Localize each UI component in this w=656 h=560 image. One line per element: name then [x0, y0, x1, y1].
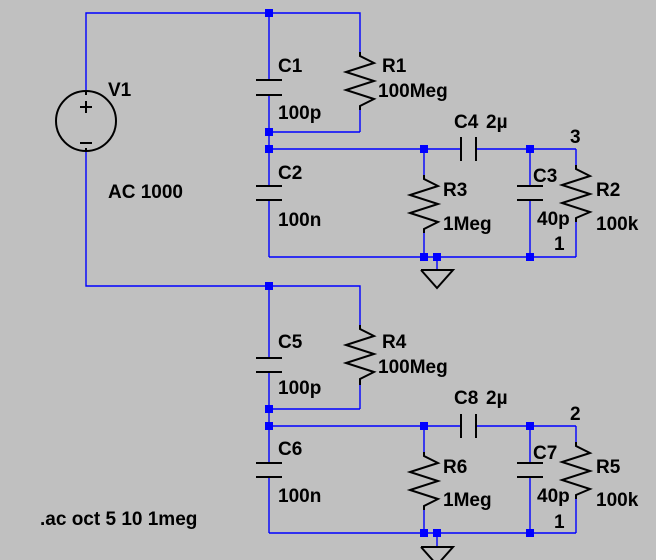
r5-value: 100k: [596, 490, 639, 511]
r4-name: R4: [382, 332, 407, 353]
ground-icon: [420, 546, 456, 560]
c7-value: 40p: [537, 486, 570, 507]
capacitor-c7[interactable]: [517, 462, 543, 478]
r5-name: R5: [596, 457, 621, 478]
spice-directive[interactable]: .ac oct 5 10 1meg: [40, 509, 197, 530]
c7-name: C7: [533, 443, 557, 464]
r6-value: 1Meg: [443, 490, 492, 511]
voltage-source-v1[interactable]: [55, 90, 117, 152]
net-label-bottom-out: 2: [570, 404, 581, 425]
source-value: AC 1000: [108, 182, 183, 203]
resistor-r4[interactable]: [342, 325, 378, 385]
junction-nodes: [265, 9, 534, 537]
capacitor-c5[interactable]: [256, 357, 282, 373]
c3-value: 40p: [537, 209, 570, 230]
c1-name: C1: [278, 56, 303, 77]
c2-value: 100n: [278, 210, 321, 231]
resistor-r6[interactable]: [406, 452, 442, 510]
c5-name: C5: [278, 332, 303, 353]
r1-name: R1: [382, 56, 407, 77]
capacitor-c3[interactable]: [517, 185, 543, 201]
c5-value: 100p: [278, 378, 321, 399]
source-name: V1: [108, 80, 132, 101]
c6-name: C6: [278, 439, 302, 460]
c1-value: 100p: [278, 103, 321, 124]
r3-value: 1Meg: [443, 214, 492, 235]
c8-value: 2µ: [486, 388, 508, 409]
resistor-r5[interactable]: [558, 442, 594, 499]
c6-value: 100n: [278, 486, 321, 507]
net-label-bottom-gnd: 1: [554, 512, 565, 533]
c3-name: C3: [533, 166, 557, 187]
capacitor-c4[interactable]: [460, 137, 477, 161]
capacitor-c6[interactable]: [256, 462, 282, 478]
resistor-r2[interactable]: [558, 165, 594, 222]
capacitor-c2[interactable]: [256, 185, 282, 201]
resistor-r3[interactable]: [406, 175, 442, 233]
ground-icon: [420, 269, 456, 290]
c2-name: C2: [278, 163, 302, 184]
r3-name: R3: [443, 180, 467, 201]
net-label-top-gnd: 1: [554, 234, 565, 255]
c8-name: C8: [454, 388, 478, 409]
wires: [85, 12, 577, 547]
plus-icon: [80, 101, 92, 113]
r2-value: 100k: [596, 214, 639, 235]
resistor-r1[interactable]: [342, 52, 378, 110]
capacitor-c8[interactable]: [460, 414, 477, 438]
r6-name: R6: [443, 457, 467, 478]
capacitor-c1[interactable]: [256, 79, 282, 96]
c4-name: C4: [454, 112, 479, 133]
r2-name: R2: [596, 180, 620, 201]
r4-value: 100Meg: [378, 357, 448, 378]
r1-value: 100Meg: [378, 81, 448, 102]
net-label-top-out: 3: [570, 127, 581, 148]
c4-value: 2µ: [486, 112, 508, 133]
